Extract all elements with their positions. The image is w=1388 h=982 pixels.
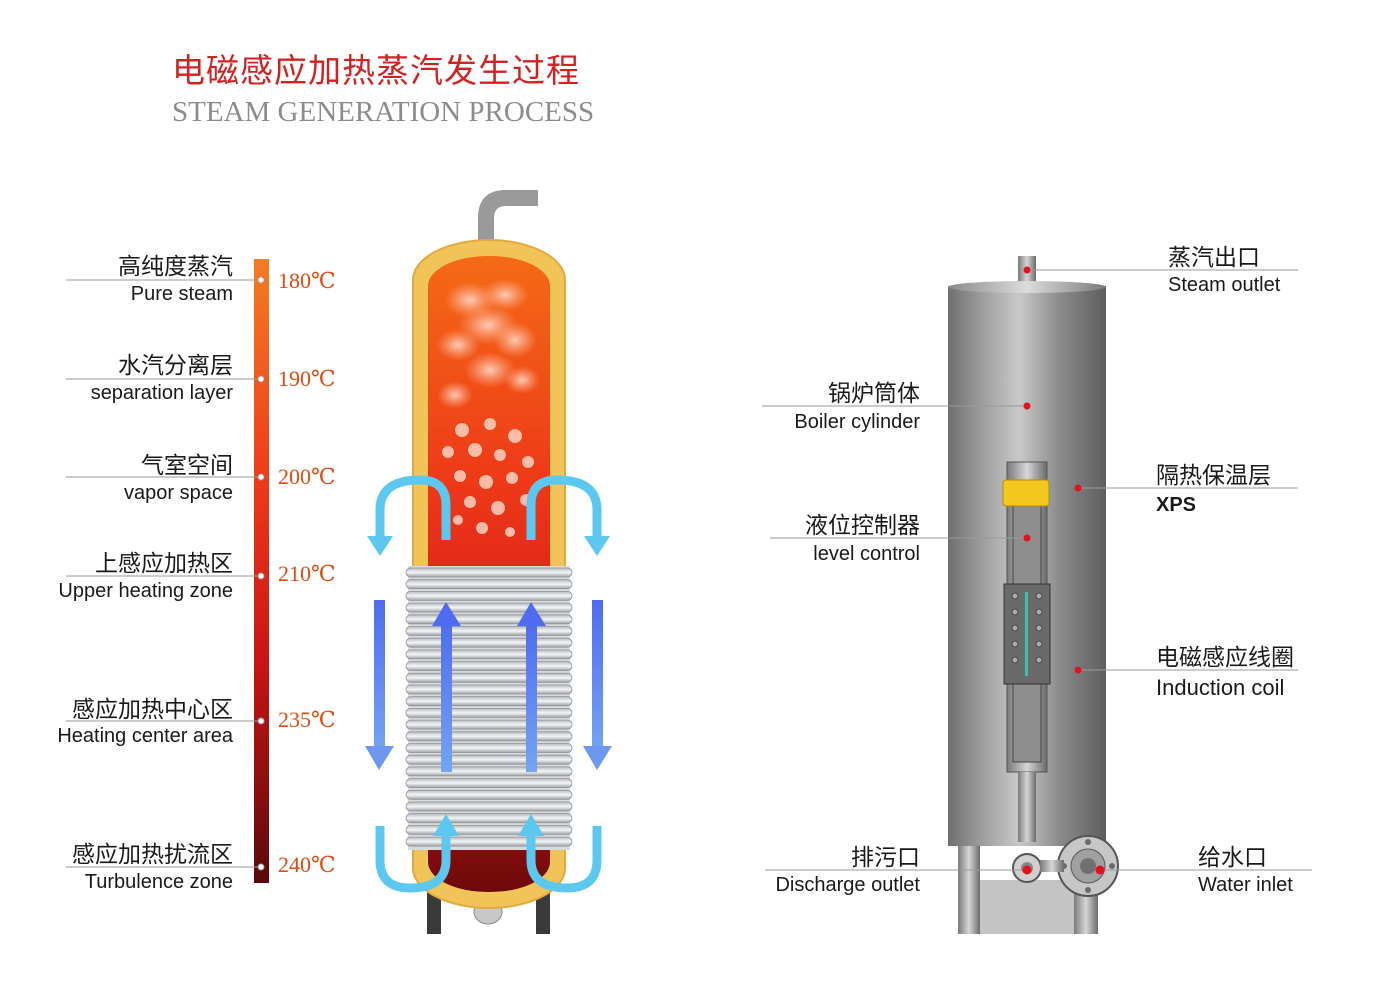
coil-ring	[405, 766, 573, 777]
title-chinese: 电磁感应加热蒸汽发生过程	[172, 51, 580, 90]
coil-ring	[405, 696, 573, 707]
temp-label-4: 210℃	[278, 561, 336, 586]
induction-coil-label-cn: 电磁感应线圈	[1156, 645, 1294, 671]
coil-ring	[405, 591, 573, 601]
insulation-label-en: XPS	[1156, 494, 1197, 516]
zone-label-en-1: Pure steam	[130, 283, 233, 305]
leader-lines-right	[762, 269, 1312, 871]
zone-label-cn-4: 上感应加热区	[95, 551, 233, 577]
coil-ring	[405, 614, 573, 625]
zone-label-cn-3: 气室空间	[141, 453, 233, 479]
marker-dots	[1022, 266, 1105, 875]
coil-ring	[405, 672, 573, 683]
water-inlet-label-cn: 给水口	[1198, 845, 1267, 871]
steam-outlet-label-en: Steam outlet	[1168, 274, 1281, 296]
level-control-label-en: level control	[813, 543, 920, 565]
coil-ring	[405, 754, 573, 765]
zone-label-en-2: separation layer	[90, 382, 233, 404]
boiler-cylinder-label-en: Boiler cylinder	[794, 411, 920, 433]
coil-ring	[405, 731, 573, 742]
coil-ring	[405, 579, 573, 590]
zone-label-cn-2: 水汽分离层	[118, 353, 233, 379]
leader-lines-left	[66, 279, 258, 868]
discharge-outlet-label-cn: 排污口	[851, 845, 920, 871]
coil-ring	[405, 602, 573, 613]
coil-ring	[405, 649, 573, 660]
boiler-unit	[948, 256, 1119, 934]
temperature-bar	[254, 259, 269, 883]
flow-arrows	[365, 475, 612, 893]
water-inlet-label-en: Water inlet	[1198, 874, 1293, 896]
zone-label-cn-6: 感应加热扰流区	[72, 842, 233, 868]
coil-ring	[405, 825, 573, 835]
coil-ring	[405, 801, 573, 812]
temp-label-1: 180℃	[278, 268, 336, 293]
coil-ring	[405, 626, 573, 636]
coil-ring	[405, 661, 573, 671]
coil-ring	[405, 567, 573, 578]
coil-ring	[405, 789, 573, 800]
steam-outlet-label-cn: 蒸汽出口	[1168, 245, 1260, 271]
coil-ring	[405, 836, 573, 847]
temp-label-2: 190℃	[278, 366, 336, 391]
insulation-label-cn: 隔热保温层	[1156, 463, 1271, 489]
coil-ring	[405, 684, 573, 695]
coil-ring	[405, 778, 573, 788]
temp-label-3: 200℃	[278, 464, 336, 489]
level-control-cap	[1002, 479, 1050, 507]
level-control-label-cn: 液位控制器	[805, 513, 920, 539]
temp-label-6: 240℃	[278, 852, 336, 877]
zone-label-en-6: Turbulence zone	[84, 871, 233, 893]
induction-coil-label-en: Induction coil	[1156, 675, 1285, 700]
coil-ring	[405, 719, 573, 730]
coil-ring	[405, 743, 573, 753]
title-english: STEAM GENERATION PROCESS	[172, 96, 595, 128]
steam-puffs	[436, 279, 540, 409]
discharge-outlet-label-en: Discharge outlet	[775, 874, 920, 896]
zone-label-cn-1: 高纯度蒸汽	[118, 254, 233, 280]
zone-label-en-4: Upper heating zone	[58, 580, 233, 602]
boiler-cylinder-label-cn: 锅炉筒体	[828, 381, 920, 407]
zone-label-en-5: Heating center area	[57, 725, 233, 747]
zone-label-en-3: vapor space	[124, 482, 233, 504]
zone-label-cn-5: 感应加热中心区	[72, 697, 233, 723]
coil-ring	[405, 708, 573, 718]
coil-ring	[405, 813, 573, 824]
steam-vessel	[365, 190, 612, 934]
temp-label-5: 235℃	[278, 707, 336, 732]
coil-ring	[405, 637, 573, 648]
